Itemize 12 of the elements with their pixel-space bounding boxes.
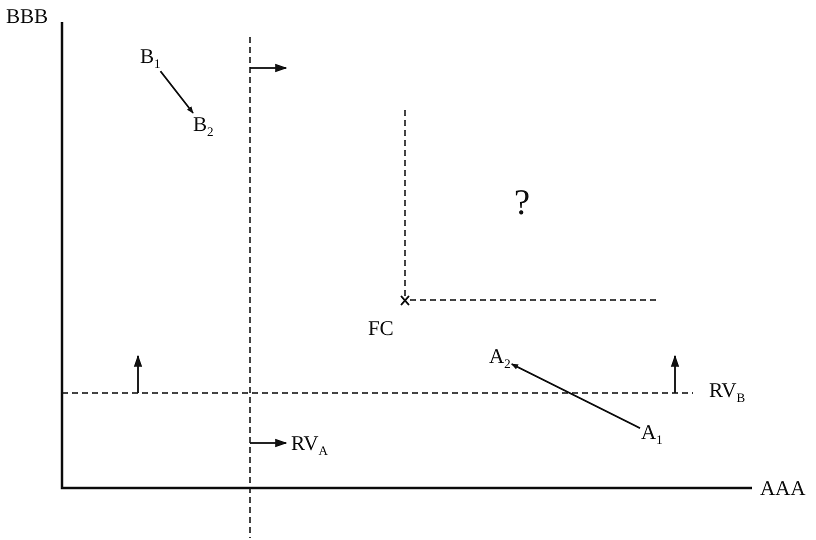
point-label: B$_{2}$ [193,114,214,138]
arrow [160,70,194,114]
point-label: B$_{1}$ [140,46,161,70]
point-label: FC [368,318,394,339]
point-label: A$_{1}$ [641,422,663,446]
curve-label: RV$_{B}$ [709,380,746,404]
curve-label: RV$_{A}$ [291,433,328,458]
arrow [511,363,640,429]
point-label: A$_{2}$ [489,346,511,370]
question-mark: ? [514,184,530,220]
axis-label: BBB [6,6,48,27]
axis-label: AAA [760,478,806,499]
